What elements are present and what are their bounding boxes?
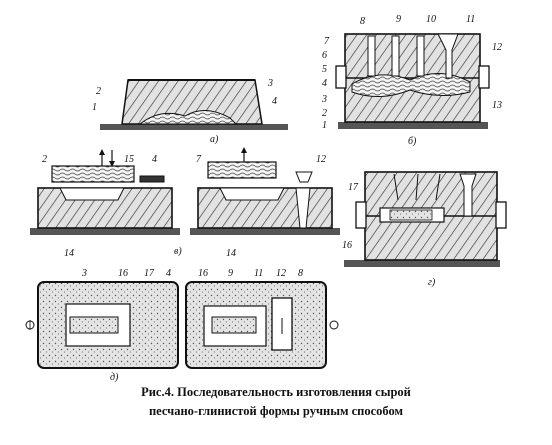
label-4: 4 <box>152 154 157 165</box>
panel-v <box>30 147 340 235</box>
label-12: 12 <box>276 268 286 279</box>
label-17: 17 <box>144 268 155 279</box>
label-16: 16 <box>342 240 352 251</box>
label-4: 4 <box>322 78 327 89</box>
label-12: 12 <box>492 42 502 53</box>
panel-letter: д) <box>110 372 119 383</box>
label-3: 3 <box>321 94 327 105</box>
figure-caption: Рис.4. Последовательность изготовления с… <box>0 383 552 421</box>
bottom-board <box>190 228 340 235</box>
bottom-board <box>338 122 488 129</box>
core <box>389 209 433 221</box>
panel-d <box>25 281 339 369</box>
flask-pin-left <box>355 201 367 229</box>
flask-pin-left <box>335 65 347 89</box>
panel-letter: а) <box>210 134 219 145</box>
label-17: 17 <box>348 182 359 193</box>
panel-d-labels: 3 16 17 4 16 9 11 12 8 д) <box>81 268 303 383</box>
vent-pin <box>416 35 425 77</box>
label-10: 10 <box>426 14 436 25</box>
panel-a <box>100 79 288 130</box>
label-14-right: 14 <box>226 248 236 259</box>
label-2: 2 <box>42 154 47 165</box>
flask-pin-right <box>495 201 507 229</box>
mold-cavity <box>59 187 125 201</box>
core <box>211 316 257 334</box>
caption-line-1: Рис.4. Последовательность изготовления с… <box>141 385 411 399</box>
caption-line-2: песчано-глинистой формы ручным способом <box>148 404 404 418</box>
label-8: 8 <box>360 16 365 27</box>
pattern-half <box>138 110 238 125</box>
label-13: 13 <box>492 100 502 111</box>
label-16: 16 <box>198 268 208 279</box>
vent-pin <box>367 35 376 77</box>
lifted-part <box>139 175 165 183</box>
bottom-board <box>344 260 500 267</box>
label-4: 4 <box>272 96 277 107</box>
label-3: 3 <box>81 268 87 279</box>
label-16: 16 <box>118 268 128 279</box>
label-2: 2 <box>322 108 327 119</box>
label-14-left: 14 <box>64 248 74 259</box>
label-7: 7 <box>196 154 202 165</box>
sprue <box>459 173 477 217</box>
pin-hole <box>329 320 339 330</box>
panel-a-labels: 1 2 3 4 а) <box>92 78 277 145</box>
lifted-pattern <box>51 165 135 183</box>
label-4: 4 <box>166 268 171 279</box>
panel-b <box>335 33 490 129</box>
label-1: 1 <box>322 120 327 131</box>
label-7: 7 <box>324 36 330 47</box>
label-15: 15 <box>124 154 134 165</box>
label-5: 5 <box>322 64 327 75</box>
vent-pin <box>391 35 400 77</box>
label-3: 3 <box>267 78 273 89</box>
label-6: 6 <box>322 50 327 61</box>
label-9: 9 <box>396 14 401 25</box>
label-8: 8 <box>298 268 303 279</box>
bottom-board <box>100 124 288 130</box>
label-11: 11 <box>254 268 263 279</box>
label-12: 12 <box>316 154 326 165</box>
sprue <box>295 187 311 229</box>
mold-cavity <box>219 187 285 201</box>
panel-g <box>344 171 507 267</box>
panel-v-labels: 2 4 7 12 14 14 15 в) <box>42 154 326 259</box>
label-2: 2 <box>96 86 101 97</box>
cope-half-lifted <box>207 161 277 179</box>
panel-letter: г) <box>428 277 436 288</box>
label-1: 1 <box>92 102 97 113</box>
drag-flask <box>37 187 173 229</box>
core <box>69 316 119 334</box>
panel-g-labels: 16 17 г) <box>342 182 436 288</box>
flask-pin-right <box>478 65 490 89</box>
panel-b-labels: 1 2 3 4 5 6 7 8 9 10 11 12 13 б) <box>321 14 502 147</box>
sprue-cup <box>295 171 313 183</box>
panel-letter: в) <box>174 246 182 257</box>
sprue <box>437 33 459 79</box>
panel-letter: б) <box>408 136 417 147</box>
bottom-board <box>30 228 180 235</box>
label-11: 11 <box>466 14 475 25</box>
label-9: 9 <box>228 268 233 279</box>
